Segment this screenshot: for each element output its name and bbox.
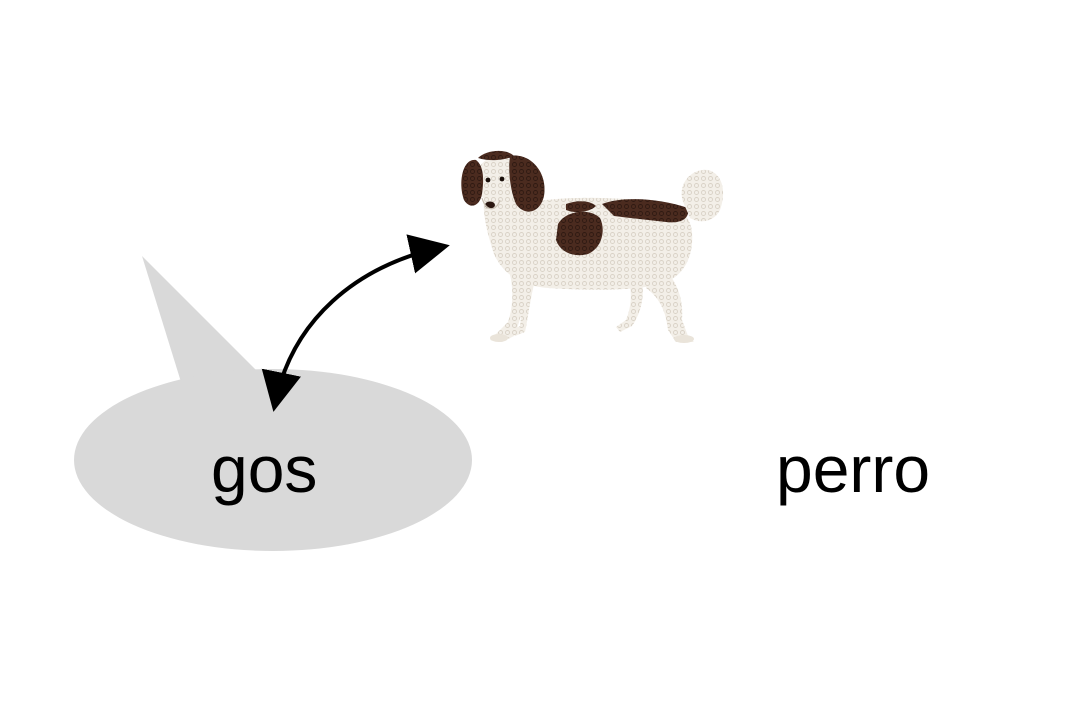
speech-bubble-tail bbox=[142, 256, 258, 382]
dog-patch-back bbox=[602, 199, 689, 223]
dog-icon bbox=[461, 150, 724, 343]
dog-patch-top bbox=[566, 201, 596, 213]
dog-front-leg bbox=[490, 262, 525, 342]
speech-bubble bbox=[74, 256, 472, 551]
dog-patch-shoulder bbox=[556, 211, 603, 256]
dog-muzzle bbox=[481, 197, 501, 210]
dog-paw-front bbox=[490, 334, 508, 342]
dog-ear-right bbox=[509, 155, 545, 212]
dog-nose bbox=[485, 201, 495, 209]
speech-bubble-word: gos bbox=[211, 432, 318, 506]
dog-tail bbox=[681, 169, 724, 222]
speech-bubble-body bbox=[74, 369, 472, 551]
dog-eye-right bbox=[499, 176, 505, 182]
dog-rear-leg bbox=[646, 262, 694, 342]
dog-eye-left bbox=[485, 177, 491, 183]
dog-paw-rear bbox=[674, 335, 694, 343]
dog-head bbox=[476, 156, 520, 204]
dog-ear-left bbox=[461, 159, 484, 206]
dog-topknot bbox=[478, 150, 514, 161]
double-headed-arrow bbox=[261, 234, 450, 412]
translation-word: perro bbox=[776, 432, 931, 506]
dog-back-leg-far bbox=[512, 280, 535, 336]
dog-chest bbox=[483, 187, 527, 267]
